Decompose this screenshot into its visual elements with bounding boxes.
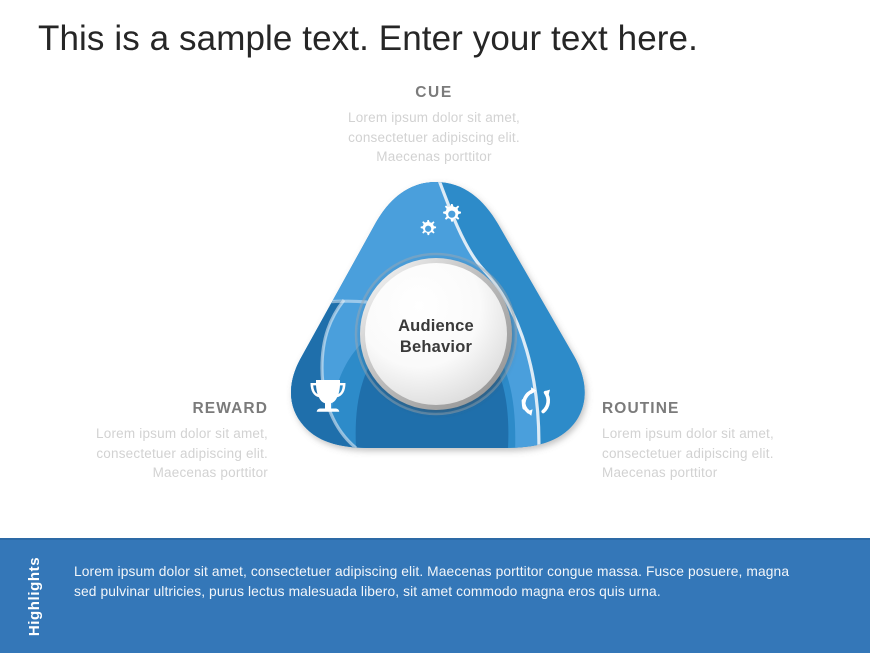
- segment-label-routine: ROUTINE Lorem ipsum dolor sit amet, cons…: [602, 400, 852, 483]
- cue-heading: CUE: [415, 84, 453, 101]
- segment-label-cue: CUE Lorem ipsum dolor sit amet, consecte…: [295, 84, 573, 167]
- reward-heading: REWARD: [192, 400, 268, 417]
- gears-icon: [420, 204, 461, 236]
- highlights-label-text: Highlights: [26, 556, 44, 637]
- trophy-icon: [310, 380, 346, 412]
- reward-body: Lorem ipsum dolor sit amet, consectetuer…: [96, 426, 268, 480]
- segment-divider-reward-inner: [320, 299, 358, 448]
- highlights-body-text: Lorem ipsum dolor sit amet, consectetuer…: [74, 564, 790, 599]
- segment-label-reward: REWARD Lorem ipsum dolor sit amet, conse…: [22, 400, 268, 483]
- cue-body: Lorem ipsum dolor sit amet, consectetuer…: [348, 110, 520, 164]
- audience-behavior-diagram: Audience Behavior: [268, 168, 604, 472]
- routine-heading: ROUTINE: [602, 400, 680, 417]
- refresh-cycle-icon: [521, 387, 551, 416]
- highlights-label: Highlights: [20, 540, 50, 653]
- highlights-bar: Highlights Lorem ipsum dolor sit amet, c…: [0, 538, 870, 653]
- routine-body: Lorem ipsum dolor sit amet, consectetuer…: [602, 426, 774, 480]
- center-hub[interactable]: [360, 258, 512, 410]
- page-title: This is a sample text. Enter your text h…: [38, 19, 698, 58]
- hub-ring-shadow: [354, 252, 518, 416]
